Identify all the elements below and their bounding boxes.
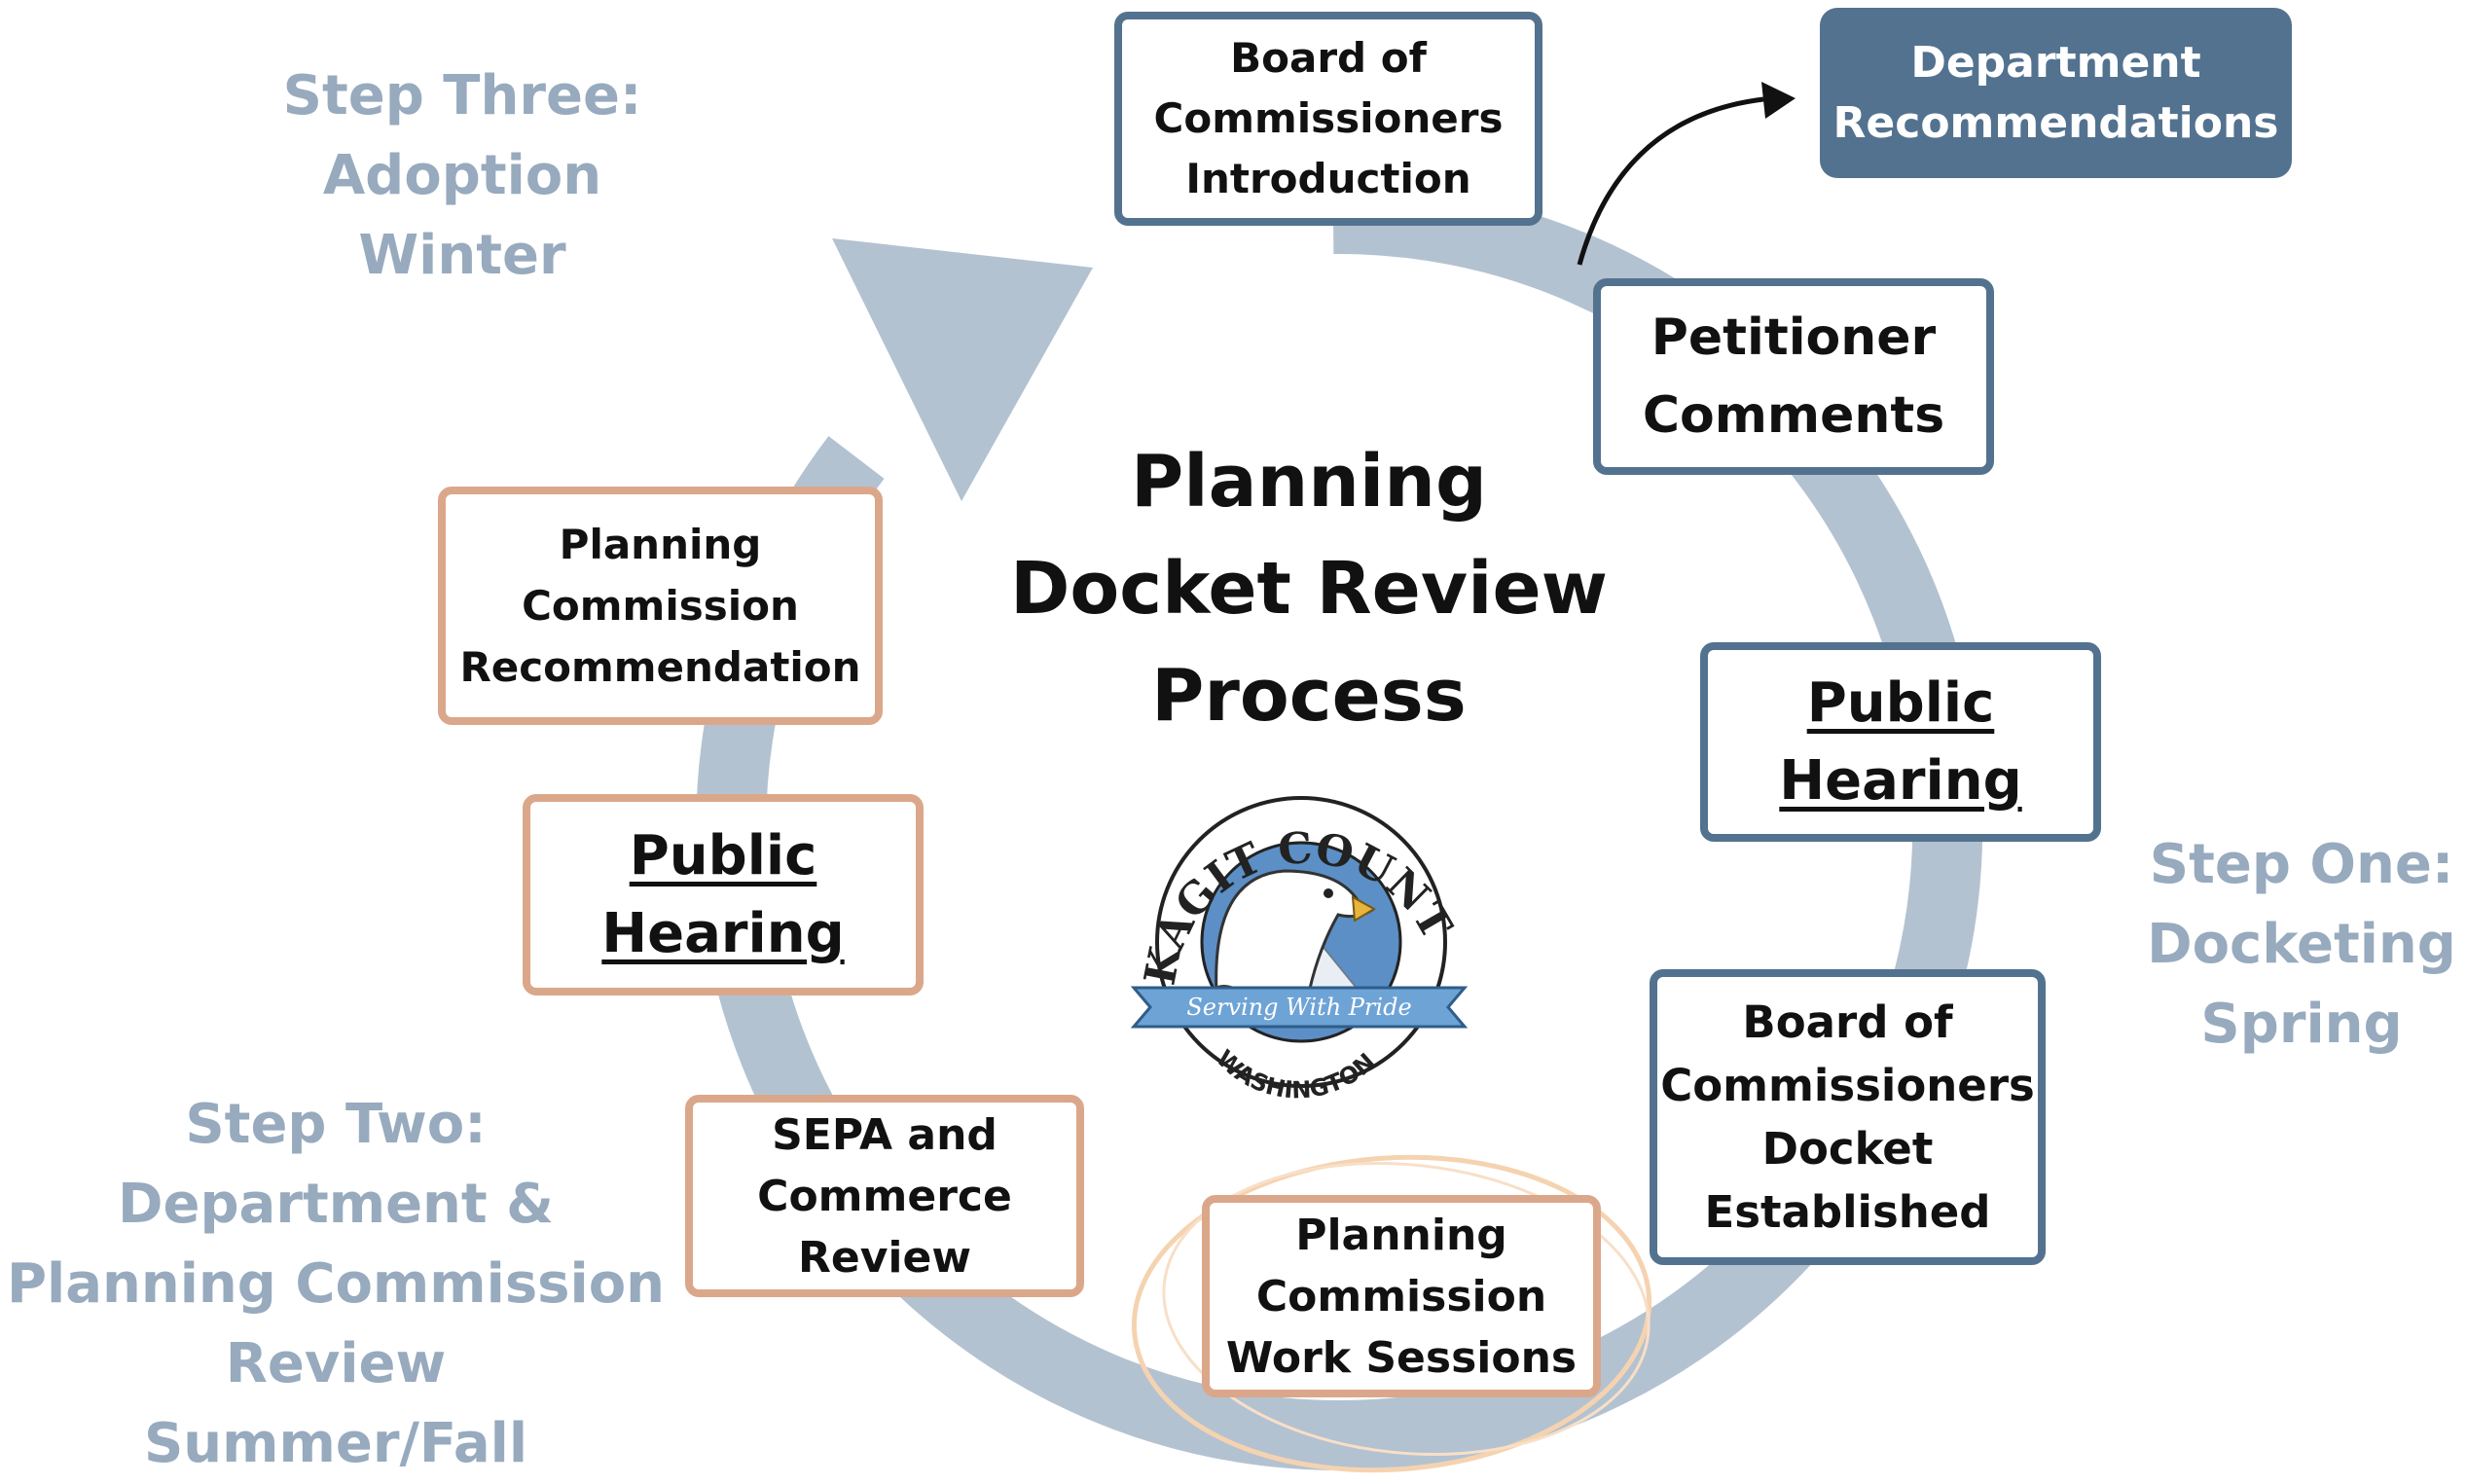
seal-banner-text: Serving With Pride (1186, 994, 1411, 1021)
cycle-arrowhead (832, 238, 1093, 501)
board-of-commissioners-introduction-box: Board of Commissioners Introduction (1114, 12, 1542, 226)
planning-commission-recommendation-box: Planning Commission Recommendation (438, 487, 883, 725)
highlight-circle-inner (1162, 1162, 1651, 1456)
public-hearing-step-one-label: Public Hearing (1779, 670, 2022, 813)
department-recommendations-label: Department Recommendations (1832, 37, 2279, 148)
planning-commission-work-sessions-box: Planning Commission Work Sessions (1202, 1195, 1601, 1397)
planning-commission-recommendation-label: Planning Commission Recommendation (459, 521, 861, 691)
department-recommendations-box: Department Recommendations (1820, 8, 2292, 178)
board-of-commissioners-docket-box: Board of Commissioners Docket Establishe… (1650, 969, 2046, 1265)
step-three-label: Step Three: Adoption Winter (282, 64, 642, 287)
eagle-icon (1215, 869, 1375, 995)
sepa-commerce-review-box: SEPA and Commerce Review (685, 1095, 1084, 1297)
planning-commission-work-sessions-label: Planning Commission Work Sessions (1225, 1210, 1578, 1383)
public-hearing-step-two-label: Public Hearing (601, 823, 845, 965)
board-of-commissioners-introduction-label: Board of Commissioners Introduction (1153, 34, 1504, 202)
public-hearing-step-two-box: Public Hearing (523, 794, 924, 995)
petitioner-comments-label: Petitioner Comments (1642, 308, 1945, 445)
curved-arrowhead (1761, 82, 1796, 119)
highlight-circle (1131, 1154, 1652, 1473)
board-of-commissioners-docket-label: Board of Commissioners Docket Establishe… (1660, 996, 2035, 1238)
seal-banner (1130, 986, 1469, 1029)
curved-arrow-to-department (1577, 96, 1764, 266)
step-one-label: Step One: Docketing Spring (2147, 833, 2456, 1056)
public-hearing-step-one-box: Public Hearing (1700, 642, 2101, 842)
petitioner-comments-box: Petitioner Comments (1593, 278, 1994, 475)
diagram-title: Planning Docket Review Process (1009, 440, 1608, 738)
step-two-label: Step Two: Department & Planning Commissi… (6, 1093, 666, 1475)
sepa-commerce-review-label: SEPA and Commerce Review (757, 1109, 1012, 1283)
